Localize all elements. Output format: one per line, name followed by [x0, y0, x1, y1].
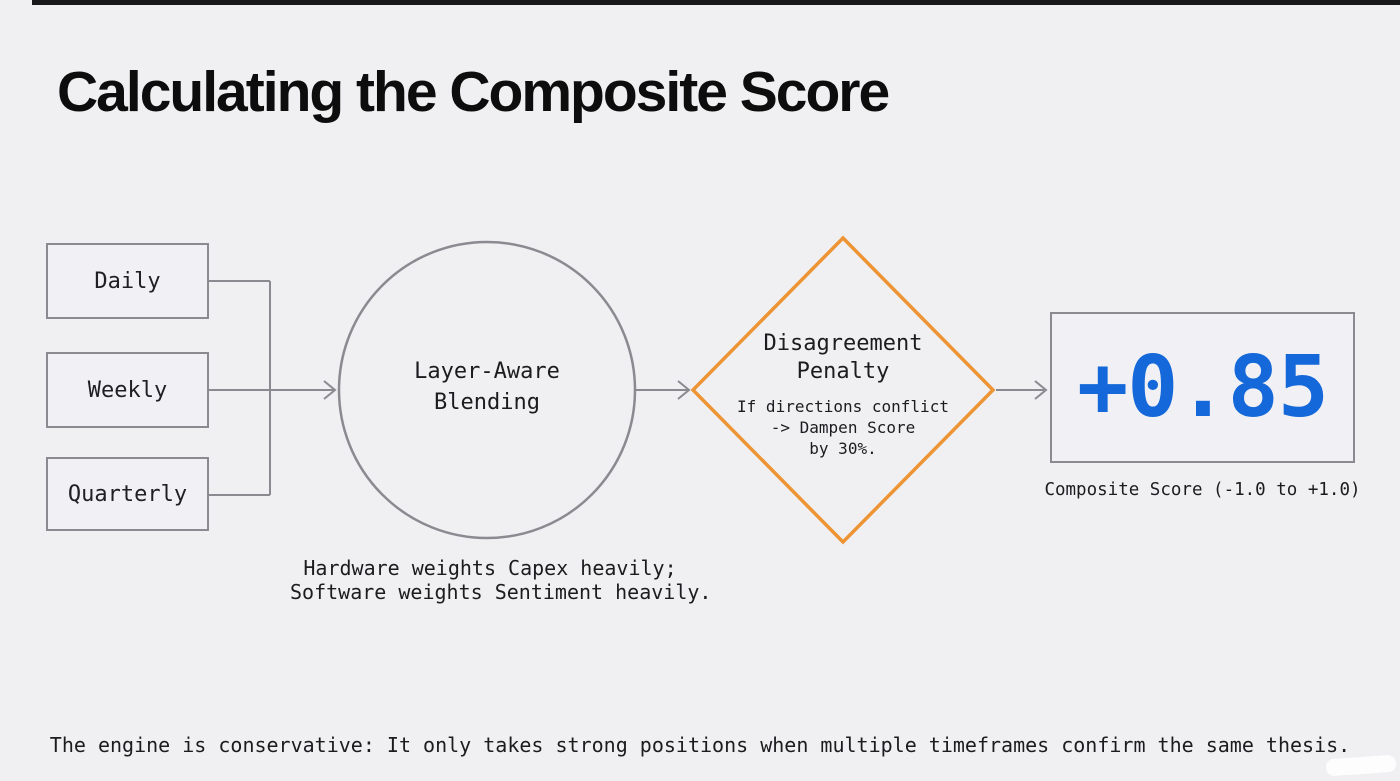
penalty-title-line1: Disagreement — [763, 331, 923, 356]
blender-label-line2: Blending — [434, 390, 540, 415]
node-daily: Daily — [46, 243, 209, 319]
blender-caption-line2: Software weights Sentiment heavily. — [290, 580, 712, 604]
blender-label: Layer-Aware Blending — [339, 356, 635, 418]
footer-note: The engine is conservative: It only take… — [49, 733, 1351, 757]
penalty-body-line1: If directions conflict — [737, 397, 949, 416]
watermark-smudge — [1325, 754, 1397, 777]
penalty-title-line2: Penalty — [796, 359, 890, 384]
node-weekly-label: Weekly — [87, 377, 168, 403]
arrow-to-penalty-head — [677, 380, 691, 400]
result-value: +0.85 — [1077, 338, 1329, 437]
node-daily-label: Daily — [94, 268, 161, 294]
result-caption: Composite Score (-1.0 to +1.0) — [1044, 480, 1361, 500]
window-top-edge — [32, 0, 1400, 5]
blender-caption: Hardware weights Capex heavily; Software… — [290, 556, 712, 604]
blender-caption-line1: Hardware weights Capex heavily; — [303, 556, 677, 580]
node-quarterly: Quarterly — [46, 457, 209, 531]
blender-label-line1: Layer-Aware — [414, 359, 560, 384]
penalty-body-line3: by 30%. — [809, 439, 877, 458]
node-weekly: Weekly — [46, 352, 209, 428]
node-quarterly-label: Quarterly — [67, 481, 188, 507]
penalty-body-line2: -> Dampen Score — [770, 418, 916, 437]
arrow-to-result-head — [1034, 380, 1048, 400]
penalty-text: Disagreement Penalty If directions confl… — [693, 330, 993, 459]
result-box: +0.85 — [1050, 312, 1355, 463]
page-title: Calculating the Composite Score — [57, 60, 890, 124]
arrow-to-blender-head — [323, 380, 337, 400]
